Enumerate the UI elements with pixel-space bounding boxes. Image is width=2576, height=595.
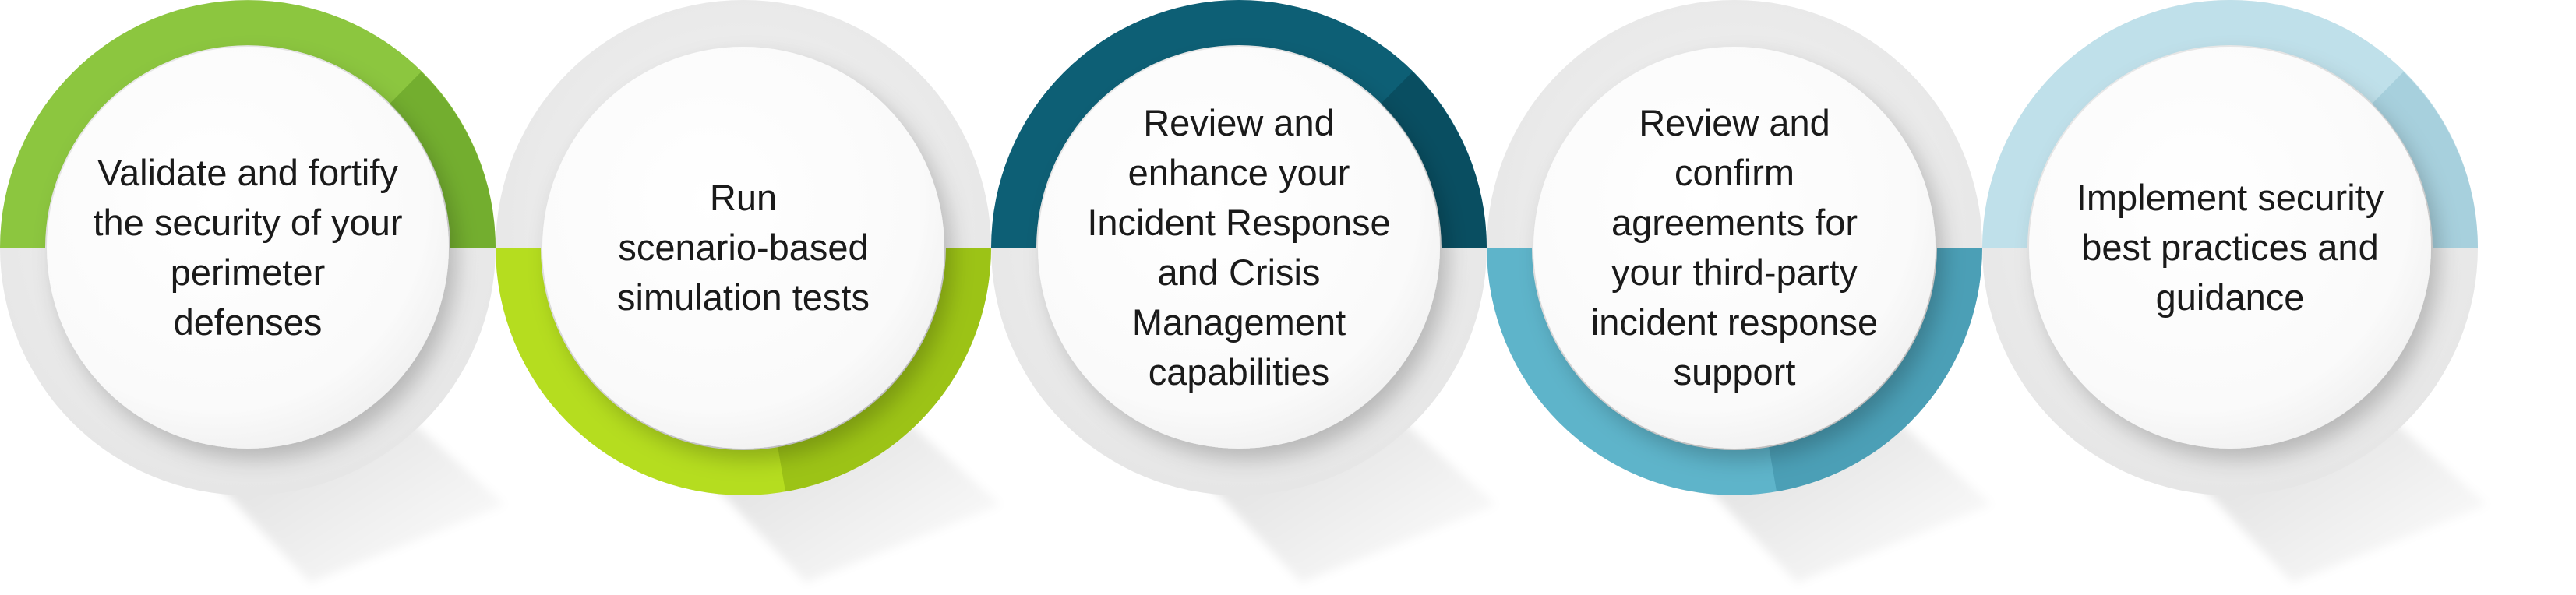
- step-5: Implement security best practices and guid…: [1982, 0, 2487, 583]
- step-arc-shade: [1381, 72, 1487, 248]
- step-label-line: guidance: [2156, 276, 2305, 318]
- step-disc: [47, 47, 449, 449]
- step-4: Review and confirm agreements for your thir…: [1487, 0, 1992, 583]
- step-disc: [1533, 47, 1936, 449]
- step-color-arc: [1982, 0, 2478, 248]
- step-label-line: support: [1674, 351, 1796, 393]
- step-label-line: scenario-based: [618, 227, 868, 268]
- step-label-line: Implement security: [2077, 177, 2384, 218]
- step-label-line: defenses: [174, 301, 323, 343]
- step-color-arc: [0, 0, 496, 248]
- step-1: Validate and fortify the security of your…: [0, 0, 505, 583]
- step-label-line: simulation tests: [617, 276, 870, 318]
- step-label-line: and Crisis: [1158, 252, 1321, 293]
- step-color-arc: [991, 0, 1487, 248]
- step-label-line: best practices and: [2081, 227, 2378, 268]
- step-label-line: agreements for: [1611, 202, 1858, 243]
- step-arc-shade: [2372, 72, 2478, 248]
- step-arc-shade: [778, 248, 991, 492]
- step-label-line: Review and: [1639, 102, 1830, 143]
- step-label: Run scenario-based simulation tests: [617, 177, 870, 318]
- step-label-line: confirm: [1674, 152, 1794, 193]
- step-label-line: perimeter: [171, 252, 326, 293]
- step-disc: [1038, 47, 1440, 449]
- step-arc-shade: [390, 72, 496, 248]
- step-label: Implement security best practices and guid…: [2077, 177, 2384, 318]
- step-label-line: Management: [1132, 301, 1346, 343]
- step-2: Run scenario-based simulation tests: [496, 0, 1000, 583]
- step-label-line: Incident Response: [1087, 202, 1390, 243]
- step-label-line: incident response: [1591, 301, 1878, 343]
- step-label: Review and confirm agreements for your thir…: [1591, 102, 1878, 393]
- step-label-line: your third-party: [1611, 252, 1858, 293]
- step-label-line: Run: [710, 177, 777, 218]
- step-label-line: the security of your: [93, 202, 402, 243]
- step-label: Validate and fortify the security of your…: [93, 152, 402, 343]
- step-disc: [2029, 47, 2431, 449]
- step-arc-shade: [1769, 248, 1982, 492]
- step-label-line: enhance your: [1128, 152, 1350, 193]
- step-label-line: Review and: [1143, 102, 1335, 143]
- step-disc: [542, 47, 944, 449]
- step-label-line: capabilities: [1149, 351, 1330, 393]
- step-label-line: Validate and fortify: [97, 152, 398, 193]
